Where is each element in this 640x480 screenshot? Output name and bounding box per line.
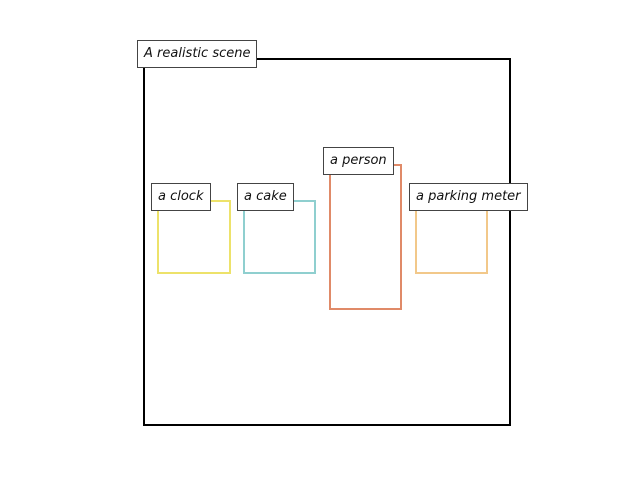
clock-label: a clock bbox=[151, 183, 211, 211]
cake-bounding-box bbox=[243, 200, 316, 274]
clock-bounding-box bbox=[157, 200, 231, 274]
scene-label: A realistic scene bbox=[137, 40, 258, 68]
person-bounding-box bbox=[329, 164, 402, 310]
scene-bounding-box bbox=[143, 58, 511, 426]
parking-meter-label: a parking meter bbox=[409, 183, 528, 211]
cake-label: a cake bbox=[237, 183, 294, 211]
parking-meter-bounding-box bbox=[415, 200, 488, 274]
person-label: a person bbox=[323, 147, 394, 175]
